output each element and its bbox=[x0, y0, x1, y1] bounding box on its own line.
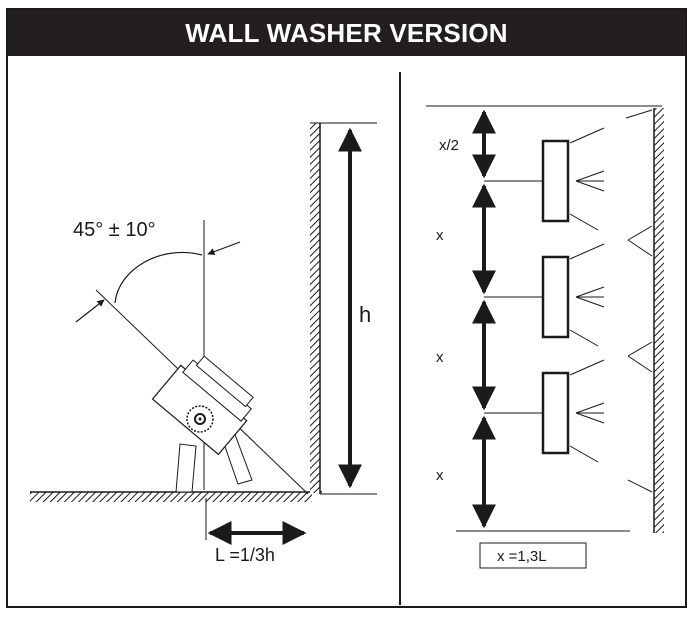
luminaire-icon bbox=[541, 243, 605, 347]
hatched-floor-icon bbox=[30, 492, 312, 502]
left-panel: h 45° ± 10° L =1/3h bbox=[30, 122, 377, 565]
luminaire-icon bbox=[541, 359, 605, 463]
formula-box bbox=[479, 542, 587, 569]
spacing-label: x bbox=[436, 467, 444, 484]
light-rays bbox=[625, 109, 653, 493]
spacing-label: x bbox=[436, 227, 444, 244]
right-panel: x/2 x x x bbox=[426, 105, 664, 569]
spacing-label: x bbox=[436, 349, 444, 366]
angle-arc bbox=[114, 251, 203, 304]
distance-label: L =1/3h bbox=[215, 545, 275, 565]
figure-title: WALL WASHER VERSION bbox=[8, 10, 685, 56]
spacing-half-label: x/2 bbox=[439, 137, 459, 154]
luminaire-icon bbox=[541, 127, 605, 231]
hatched-wall-icon bbox=[654, 108, 664, 533]
figure-frame: WALL WASHER VERSION bbox=[6, 8, 687, 608]
angle-label: 45° ± 10° bbox=[73, 219, 156, 241]
hatched-wall-icon bbox=[310, 123, 320, 493]
formula-label: x =1,3L bbox=[497, 548, 547, 565]
luminaire-icon bbox=[151, 355, 254, 493]
height-label: h bbox=[359, 302, 371, 327]
